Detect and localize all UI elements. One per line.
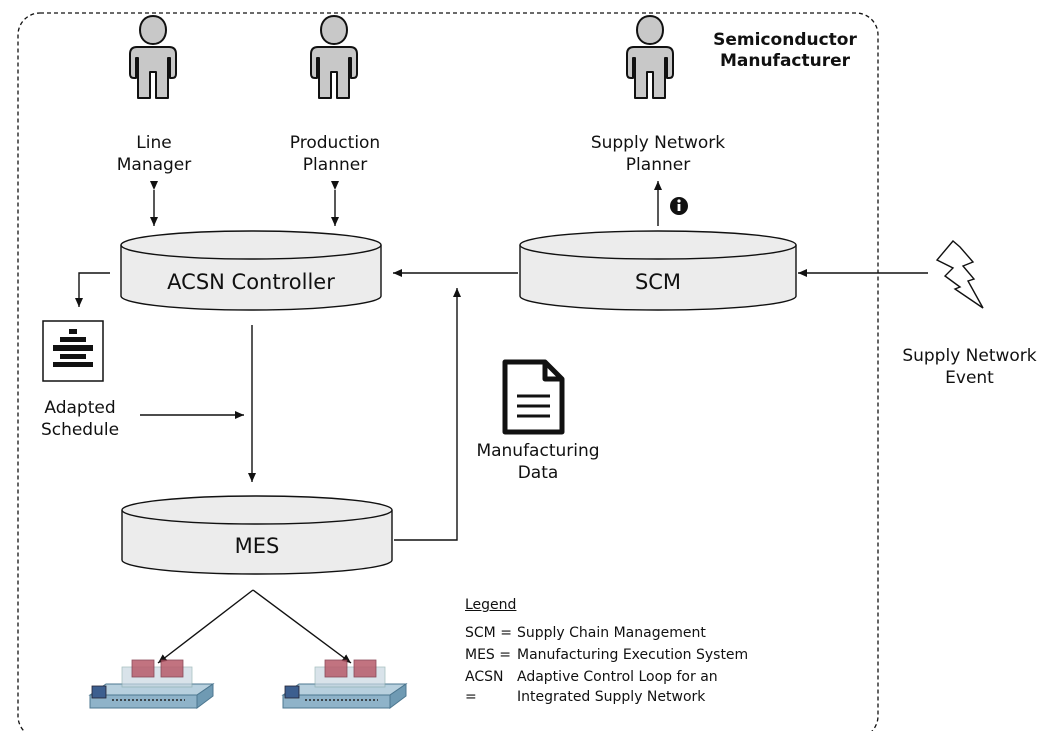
manufacturer-boundary (17, 12, 879, 731)
acsn-controller-label: ACSN Controller (167, 270, 335, 294)
legend-entry-acsn: ACSN = Adaptive Control Loop for an Inte… (465, 669, 718, 705)
equipment-icon (281, 659, 408, 709)
acsn-controller-cylinder (120, 230, 382, 311)
scm-label: SCM (634, 270, 682, 294)
person-icon (626, 15, 674, 99)
equipment-icon (88, 659, 215, 709)
schedule-icon (42, 320, 104, 382)
mes-to-equipment-left-arrow (157, 589, 254, 664)
lightning-icon (935, 240, 984, 309)
info-icon (670, 197, 688, 215)
acsn-to-schedule-arrow (75, 272, 110, 307)
legend: Legend SCM = Supply Chain Management MES… (465, 595, 748, 707)
legend-entry-scm: SCM = Supply Chain Management (465, 625, 706, 641)
legend-title: Legend (465, 597, 517, 613)
mes-cylinder (121, 495, 393, 575)
scm-cylinder (519, 230, 797, 311)
legend-entry-mes: MES = Manufacturing Execution System (465, 647, 749, 663)
document-icon (502, 359, 565, 435)
person-icon (129, 15, 177, 99)
mes-label: MES (234, 534, 280, 558)
mes-to-equipment-right-arrow (252, 589, 352, 664)
person-icon (310, 15, 358, 99)
mes-to-acsn-feedback-arrow (394, 288, 461, 541)
boundary-title: Semiconductor Manufacturer (713, 30, 857, 71)
